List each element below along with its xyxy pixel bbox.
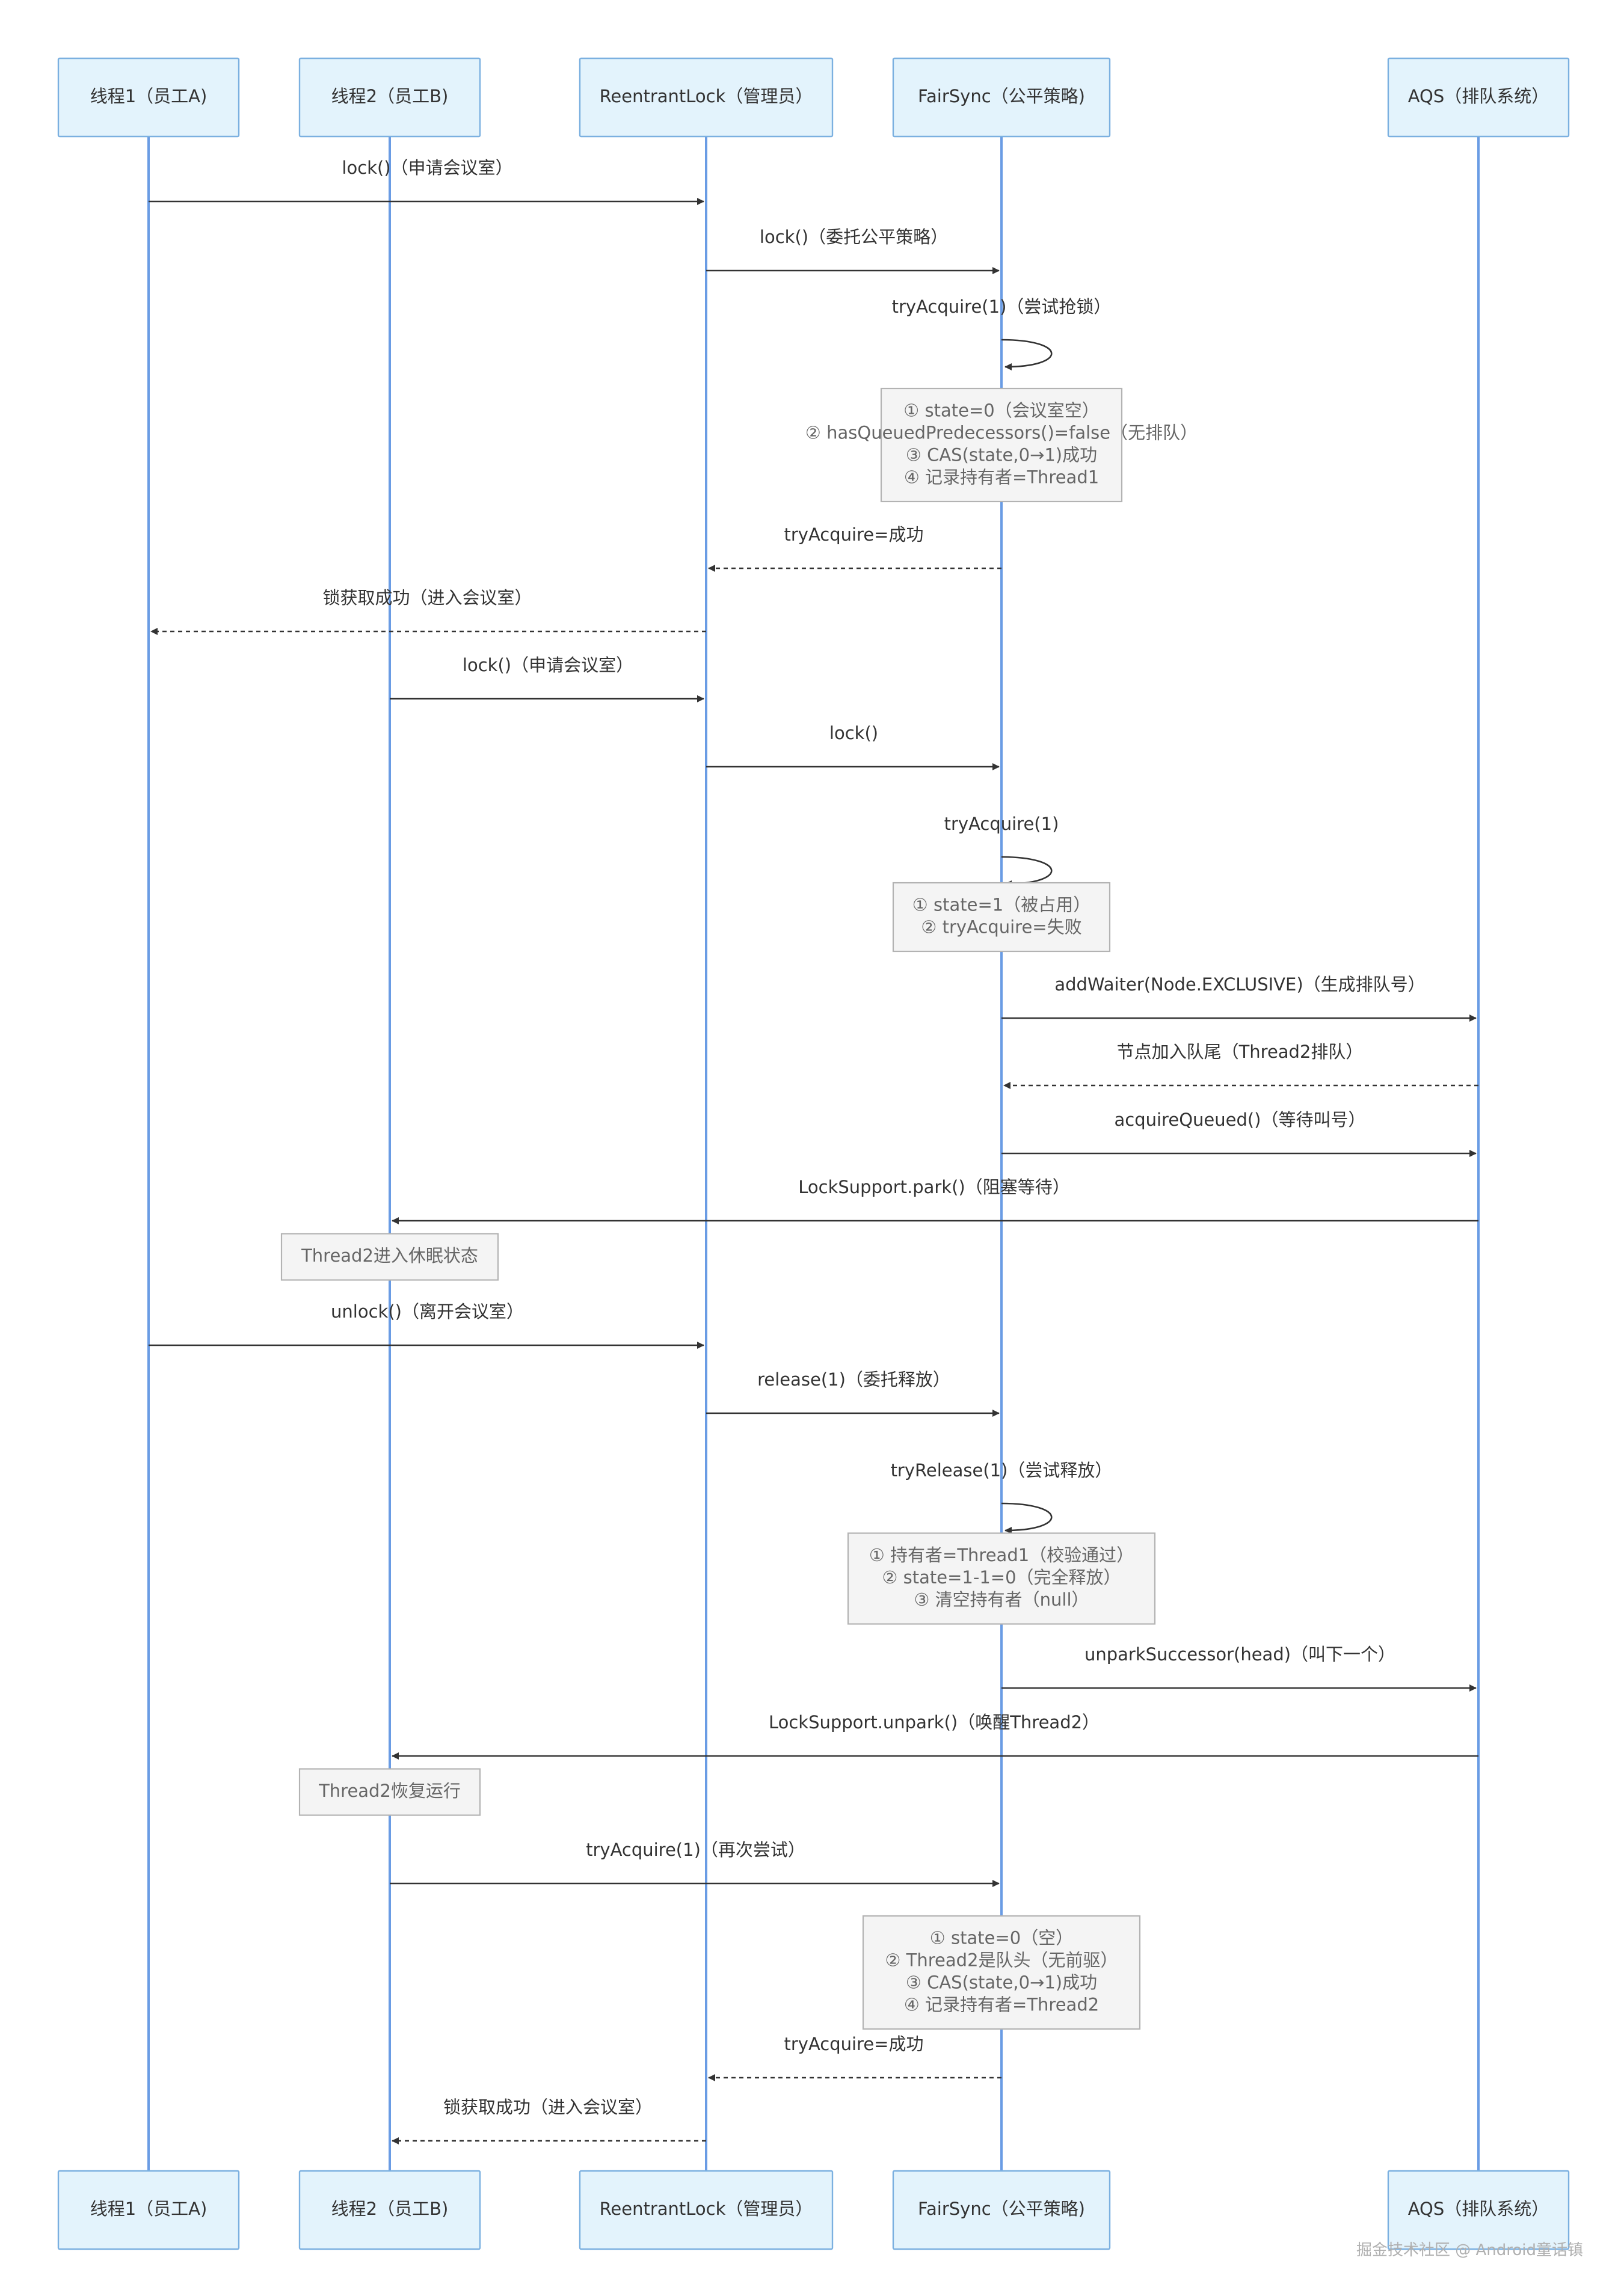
participant-box bbox=[298, 57, 481, 138]
note-line: ① 持有者=Thread1（校验通过） bbox=[869, 1545, 1134, 1565]
participant-t2-top: 线程2（员工B) bbox=[298, 57, 481, 138]
self-message-label: tryAcquire(1) bbox=[944, 814, 1059, 834]
message-label: addWaiter(Node.EXCLUSIVE)（生成排队号） bbox=[1054, 974, 1425, 995]
participant-label: 线程2（员工B) bbox=[331, 2199, 449, 2219]
message-label: 锁获取成功（进入会议室） bbox=[322, 588, 532, 608]
note-box bbox=[862, 1915, 1141, 2030]
message-label: lock()（申请会议室） bbox=[342, 158, 512, 178]
participant-label: ReentrantLock（管理员） bbox=[600, 2199, 813, 2219]
note: ① state=1（被占用）② tryAcquire=失败 bbox=[892, 882, 1111, 953]
message-label: lock()（申请会议室） bbox=[463, 655, 633, 675]
self-message-arrow bbox=[1001, 1502, 1053, 1534]
participant-t2-bottom: 线程2（员工B) bbox=[298, 2170, 481, 2250]
message-label: 锁获取成功（进入会议室） bbox=[443, 2097, 653, 2117]
note-line: ① state=1（被占用） bbox=[912, 895, 1090, 915]
message-label: tryAcquire=成功 bbox=[784, 2034, 923, 2054]
participant-box bbox=[892, 57, 1111, 138]
message-label: tryAcquire(1)（再次尝试） bbox=[586, 1840, 805, 1860]
self-message-arrow bbox=[1001, 339, 1053, 370]
participant-t1-top: 线程1（员工A) bbox=[57, 57, 240, 138]
note-box bbox=[280, 1233, 499, 1281]
message-label: unparkSuccessor(head)（叫下一个） bbox=[1084, 1644, 1395, 1665]
note-box bbox=[892, 882, 1111, 953]
note-line: ③ 清空持有者（null） bbox=[914, 1589, 1089, 1610]
participant-label: FairSync（公平策略) bbox=[918, 2199, 1085, 2219]
participant-box bbox=[892, 2170, 1111, 2250]
participant-label: AQS（排队系统） bbox=[1408, 86, 1549, 106]
self-message-label: tryAcquire(1)（尝试抢锁） bbox=[892, 296, 1112, 317]
message-label: release(1)（委托释放） bbox=[757, 1369, 950, 1390]
note: Thread2进入休眠状态 bbox=[280, 1233, 499, 1281]
participant-box bbox=[298, 2170, 481, 2250]
note-box bbox=[880, 387, 1123, 503]
note-line: ④ 记录持有者=Thread2 bbox=[904, 1995, 1099, 2015]
participant-box bbox=[579, 57, 834, 138]
note-line: ② hasQueuedPredecessors()=false（无排队） bbox=[805, 423, 1198, 443]
note-line: ② tryAcquire=失败 bbox=[921, 917, 1081, 938]
participant-label: 线程1（员工A) bbox=[90, 2199, 208, 2219]
participant-box bbox=[57, 2170, 240, 2250]
note: Thread2恢复运行 bbox=[298, 1768, 481, 1816]
participant-aqs-top: AQS（排队系统） bbox=[1387, 57, 1570, 138]
participant-aqs-bottom: AQS（排队系统） bbox=[1387, 2170, 1570, 2250]
participant-t1-bottom: 线程1（员工A) bbox=[57, 2170, 240, 2250]
participant-rl-bottom: ReentrantLock（管理员） bbox=[579, 2170, 834, 2250]
participant-label: FairSync（公平策略) bbox=[918, 86, 1085, 106]
note-box bbox=[847, 1532, 1156, 1625]
note-line: Thread2进入休眠状态 bbox=[301, 1245, 478, 1266]
participant-label: AQS（排队系统） bbox=[1408, 2199, 1549, 2219]
message-label: LockSupport.unpark()（唤醒Thread2） bbox=[769, 1712, 1100, 1733]
note-line: ③ CAS(state,0→1)成功 bbox=[906, 445, 1097, 465]
note: ① state=0（空）② Thread2是队头（无前驱）③ CAS(state… bbox=[862, 1915, 1141, 2030]
message-label: tryAcquire=成功 bbox=[784, 524, 923, 545]
participant-box bbox=[579, 2170, 834, 2250]
participant-rl-top: ReentrantLock（管理员） bbox=[579, 57, 834, 138]
note-line: ② state=1-1=0（完全释放） bbox=[882, 1567, 1121, 1588]
note: ① 持有者=Thread1（校验通过）② state=1-1=0（完全释放）③ … bbox=[847, 1532, 1156, 1625]
participant-label: 线程1（员工A) bbox=[90, 86, 208, 106]
message-label: lock() bbox=[829, 723, 878, 743]
note-box bbox=[298, 1768, 481, 1816]
note-line: ③ CAS(state,0→1)成功 bbox=[906, 1972, 1097, 1993]
note: ① state=0（会议室空）② hasQueuedPredecessors()… bbox=[805, 387, 1198, 503]
note-line: ② Thread2是队头（无前驱） bbox=[885, 1950, 1118, 1971]
self-message-arrow bbox=[1001, 856, 1053, 888]
participant-label: 线程2（员工B) bbox=[331, 86, 449, 106]
message-label: 节点加入队尾（Thread2排队） bbox=[1117, 1042, 1364, 1062]
watermark: 掘金技术社区 @ Android童话镇 bbox=[1356, 2241, 1583, 2259]
message-label: lock()（委托公平策略） bbox=[760, 227, 948, 247]
participant-fs-top: FairSync（公平策略) bbox=[892, 57, 1111, 138]
participant-fs-bottom: FairSync（公平策略) bbox=[892, 2170, 1111, 2250]
message-label: LockSupport.park()（阻塞等待） bbox=[798, 1177, 1070, 1197]
participant-box bbox=[1387, 2170, 1570, 2250]
message-label: acquireQueued()（等待叫号） bbox=[1115, 1110, 1366, 1130]
note-line: ① state=0（会议室空） bbox=[903, 401, 1099, 421]
participant-box bbox=[1387, 57, 1570, 138]
participant-label: ReentrantLock（管理员） bbox=[600, 86, 813, 106]
self-message-label: tryRelease(1)（尝试释放） bbox=[891, 1460, 1113, 1481]
note-line: ① state=0（空） bbox=[930, 1928, 1073, 1948]
message-label: unlock()（离开会议室） bbox=[331, 1301, 524, 1322]
participant-box bbox=[57, 57, 240, 138]
note-line: ④ 记录持有者=Thread1 bbox=[904, 467, 1099, 488]
note-line: Thread2恢复运行 bbox=[318, 1781, 461, 1801]
